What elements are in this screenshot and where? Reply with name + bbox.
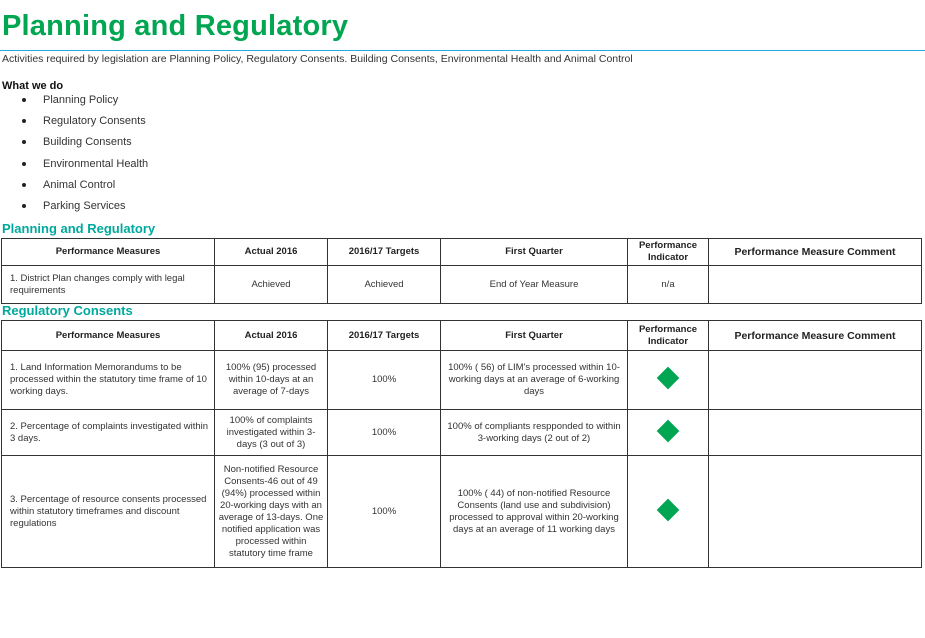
column-header-indicator: Performance Indicator [627,320,709,351]
target-cell: 100% [327,350,441,410]
column-header-actual: Actual 2016 [214,238,328,266]
column-header-targets: 2016/17 Targets [327,320,441,351]
list-item: Environmental Health [0,156,148,177]
green-diamond-icon [656,419,680,442]
column-header-first-quarter: First Quarter [440,320,628,351]
target-cell: 100% [327,409,441,456]
list-item-label: Parking Services [43,199,126,212]
section-heading-planning: Planning and Regulatory [2,221,156,236]
list-item-label: Regulatory Consents [43,115,146,128]
column-header-measures: Performance Measures [1,320,215,351]
bullet-icon [22,140,26,145]
section-heading-regulatory-consents: Regulatory Consents [2,303,133,318]
table-row: 3. Percentage of resource consents proce… [1,455,922,568]
first-quarter-cell: 100% of compliants respponded to within … [440,409,628,456]
actual-cell: 100% of complaints investigated within 3… [214,409,328,456]
what-we-do-heading: What we do [2,80,64,92]
bullet-icon [22,203,26,208]
target-cell: Achieved [327,265,441,304]
column-header-measures: Performance Measures [1,238,215,266]
list-item-label: Environmental Health [43,157,149,170]
bullet-icon [22,119,26,124]
indicator-cell [627,409,709,456]
table-header-row: Performance Measures Actual 2016 2016/17… [1,320,922,351]
first-quarter-cell: End of Year Measure [440,265,628,304]
indicator-cell [627,455,709,568]
first-quarter-cell: 100% ( 44) of non-notified Resource Cons… [440,455,628,568]
comment-cell [708,455,922,568]
column-header-first-quarter: First Quarter [440,238,628,266]
planning-performance-table: Performance Measures Actual 2016 2016/17… [1,238,922,304]
list-item: Animal Control [0,177,148,198]
column-header-actual: Actual 2016 [214,320,328,351]
indicator-cell: n/a [627,265,709,304]
bullet-icon [22,182,26,187]
column-header-targets: 2016/17 Targets [327,238,441,266]
green-diamond-icon [656,366,680,390]
indicator-cell [627,350,709,410]
list-item-label: Animal Control [43,178,116,191]
measure-cell: 2. Percentage of complaints investigated… [1,409,215,456]
bullet-icon [22,161,26,166]
what-we-do-list: Planning Policy Regulatory Consents Buil… [0,92,148,219]
column-header-comment: Performance Measure Comment [708,238,922,266]
actual-cell: Non-notified Resource Consents-46 out of… [214,455,328,568]
first-quarter-cell: 100% ( 56) of LIM's processed within 10-… [440,350,628,410]
list-item: Building Consents [0,134,148,155]
comment-cell [708,409,922,456]
actual-cell: 100% (95) processed within 10-days at an… [214,350,328,410]
comment-cell [708,265,922,304]
list-item: Regulatory Consents [0,113,148,134]
target-cell: 100% [327,455,441,568]
list-item: Planning Policy [0,92,148,113]
regulatory-consents-table: Performance Measures Actual 2016 2016/17… [1,320,922,568]
table-row: 1. District Plan changes comply with leg… [1,265,922,304]
table-header-row: Performance Measures Actual 2016 2016/17… [1,238,922,266]
measure-cell: 3. Percentage of resource consents proce… [1,455,215,568]
column-header-comment: Performance Measure Comment [708,320,922,351]
measure-cell: 1. Land Information Memorandums to be pr… [1,350,215,410]
page-title: Planning and Regulatory [2,10,349,42]
bullet-icon [22,98,26,102]
table-row: 2. Percentage of complaints investigated… [1,409,922,456]
list-item-label: Planning Policy [43,94,119,106]
actual-cell: Achieved [214,265,328,304]
table-row: 1. Land Information Memorandums to be pr… [1,350,922,410]
measure-cell: 1. District Plan changes comply with leg… [1,265,215,304]
green-diamond-icon [656,498,680,521]
list-item: Parking Services [0,198,148,219]
list-item-label: Building Consents [43,136,132,149]
title-divider [0,50,925,51]
column-header-indicator: Performance Indicator [627,238,709,266]
comment-cell [708,350,922,410]
intro-text: Activities required by legislation are P… [2,53,633,65]
